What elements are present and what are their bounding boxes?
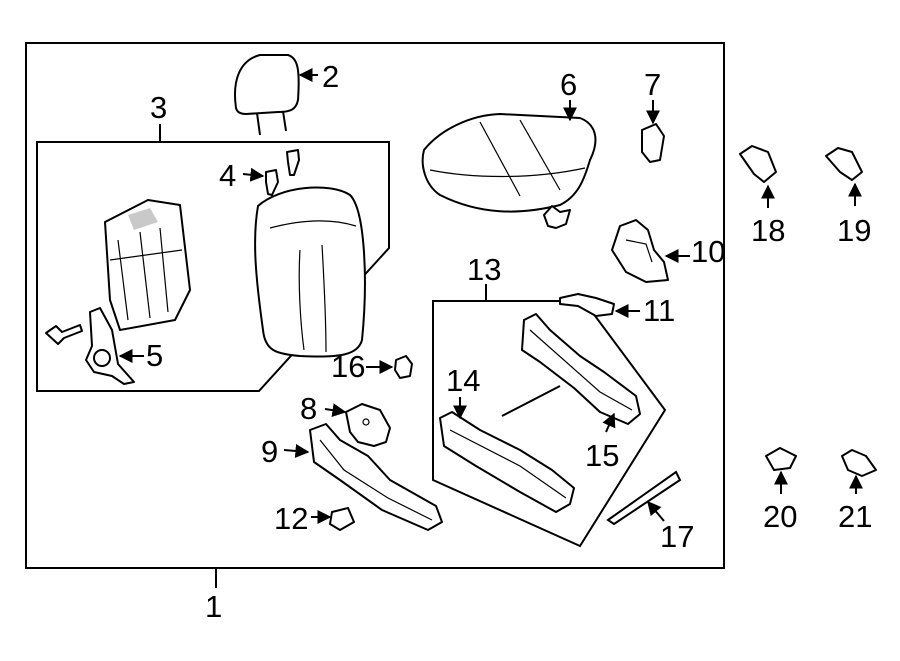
callout-6: 6 [560,67,577,102]
side-shield-part [309,423,443,531]
callout-9: 9 [261,434,278,469]
arrow-17 [647,500,665,522]
arrow-9 [283,443,310,458]
callout-11: 11 [643,293,675,328]
cap-part-18 [739,145,777,183]
callout-17: 17 [660,519,694,554]
callout-5: 5 [146,338,163,373]
callout-3: 3 [150,90,167,125]
seatback-frame-part [104,199,191,331]
seat-track-upper-part [521,313,641,425]
inner-shield-part [345,403,391,447]
callout-18: 18 [751,213,785,248]
callout-15: 15 [585,438,619,473]
track-rod-part [501,385,561,417]
callout-10: 10 [691,234,725,269]
lever-handle-part [559,293,615,317]
arrow-8 [324,403,347,418]
callout-21: 21 [838,499,872,534]
callout-2: 2 [322,59,339,94]
rod-part [606,470,682,526]
clip-part-20 [765,447,797,471]
cover-part [641,123,665,163]
cap-part-19 [825,147,863,181]
callout-4: 4 [219,158,236,193]
headrest-part [234,54,300,136]
seat-cushion-part [421,113,597,229]
callout-13: 13 [467,252,501,287]
hinge-cover-part [611,219,669,283]
callout-16: 16 [331,349,365,384]
clip-part-16 [394,355,413,379]
seat-track-lower-part [439,411,575,513]
clip-part-21 [841,449,877,477]
seatback-cushion-part [254,186,366,358]
callout-19: 19 [837,213,871,248]
callout-12: 12 [274,501,308,536]
recliner-part [85,307,135,385]
callout-7: 7 [644,67,661,102]
callout-8: 8 [300,391,317,426]
arrow-15 [602,412,616,433]
track-group-box [432,300,667,548]
frame-bolt-part [45,324,83,345]
callout-20: 20 [763,499,797,534]
callout-1: 1 [205,589,222,624]
arrow-4 [242,167,265,182]
callout-14: 14 [446,363,480,398]
bolt-part [265,149,300,196]
